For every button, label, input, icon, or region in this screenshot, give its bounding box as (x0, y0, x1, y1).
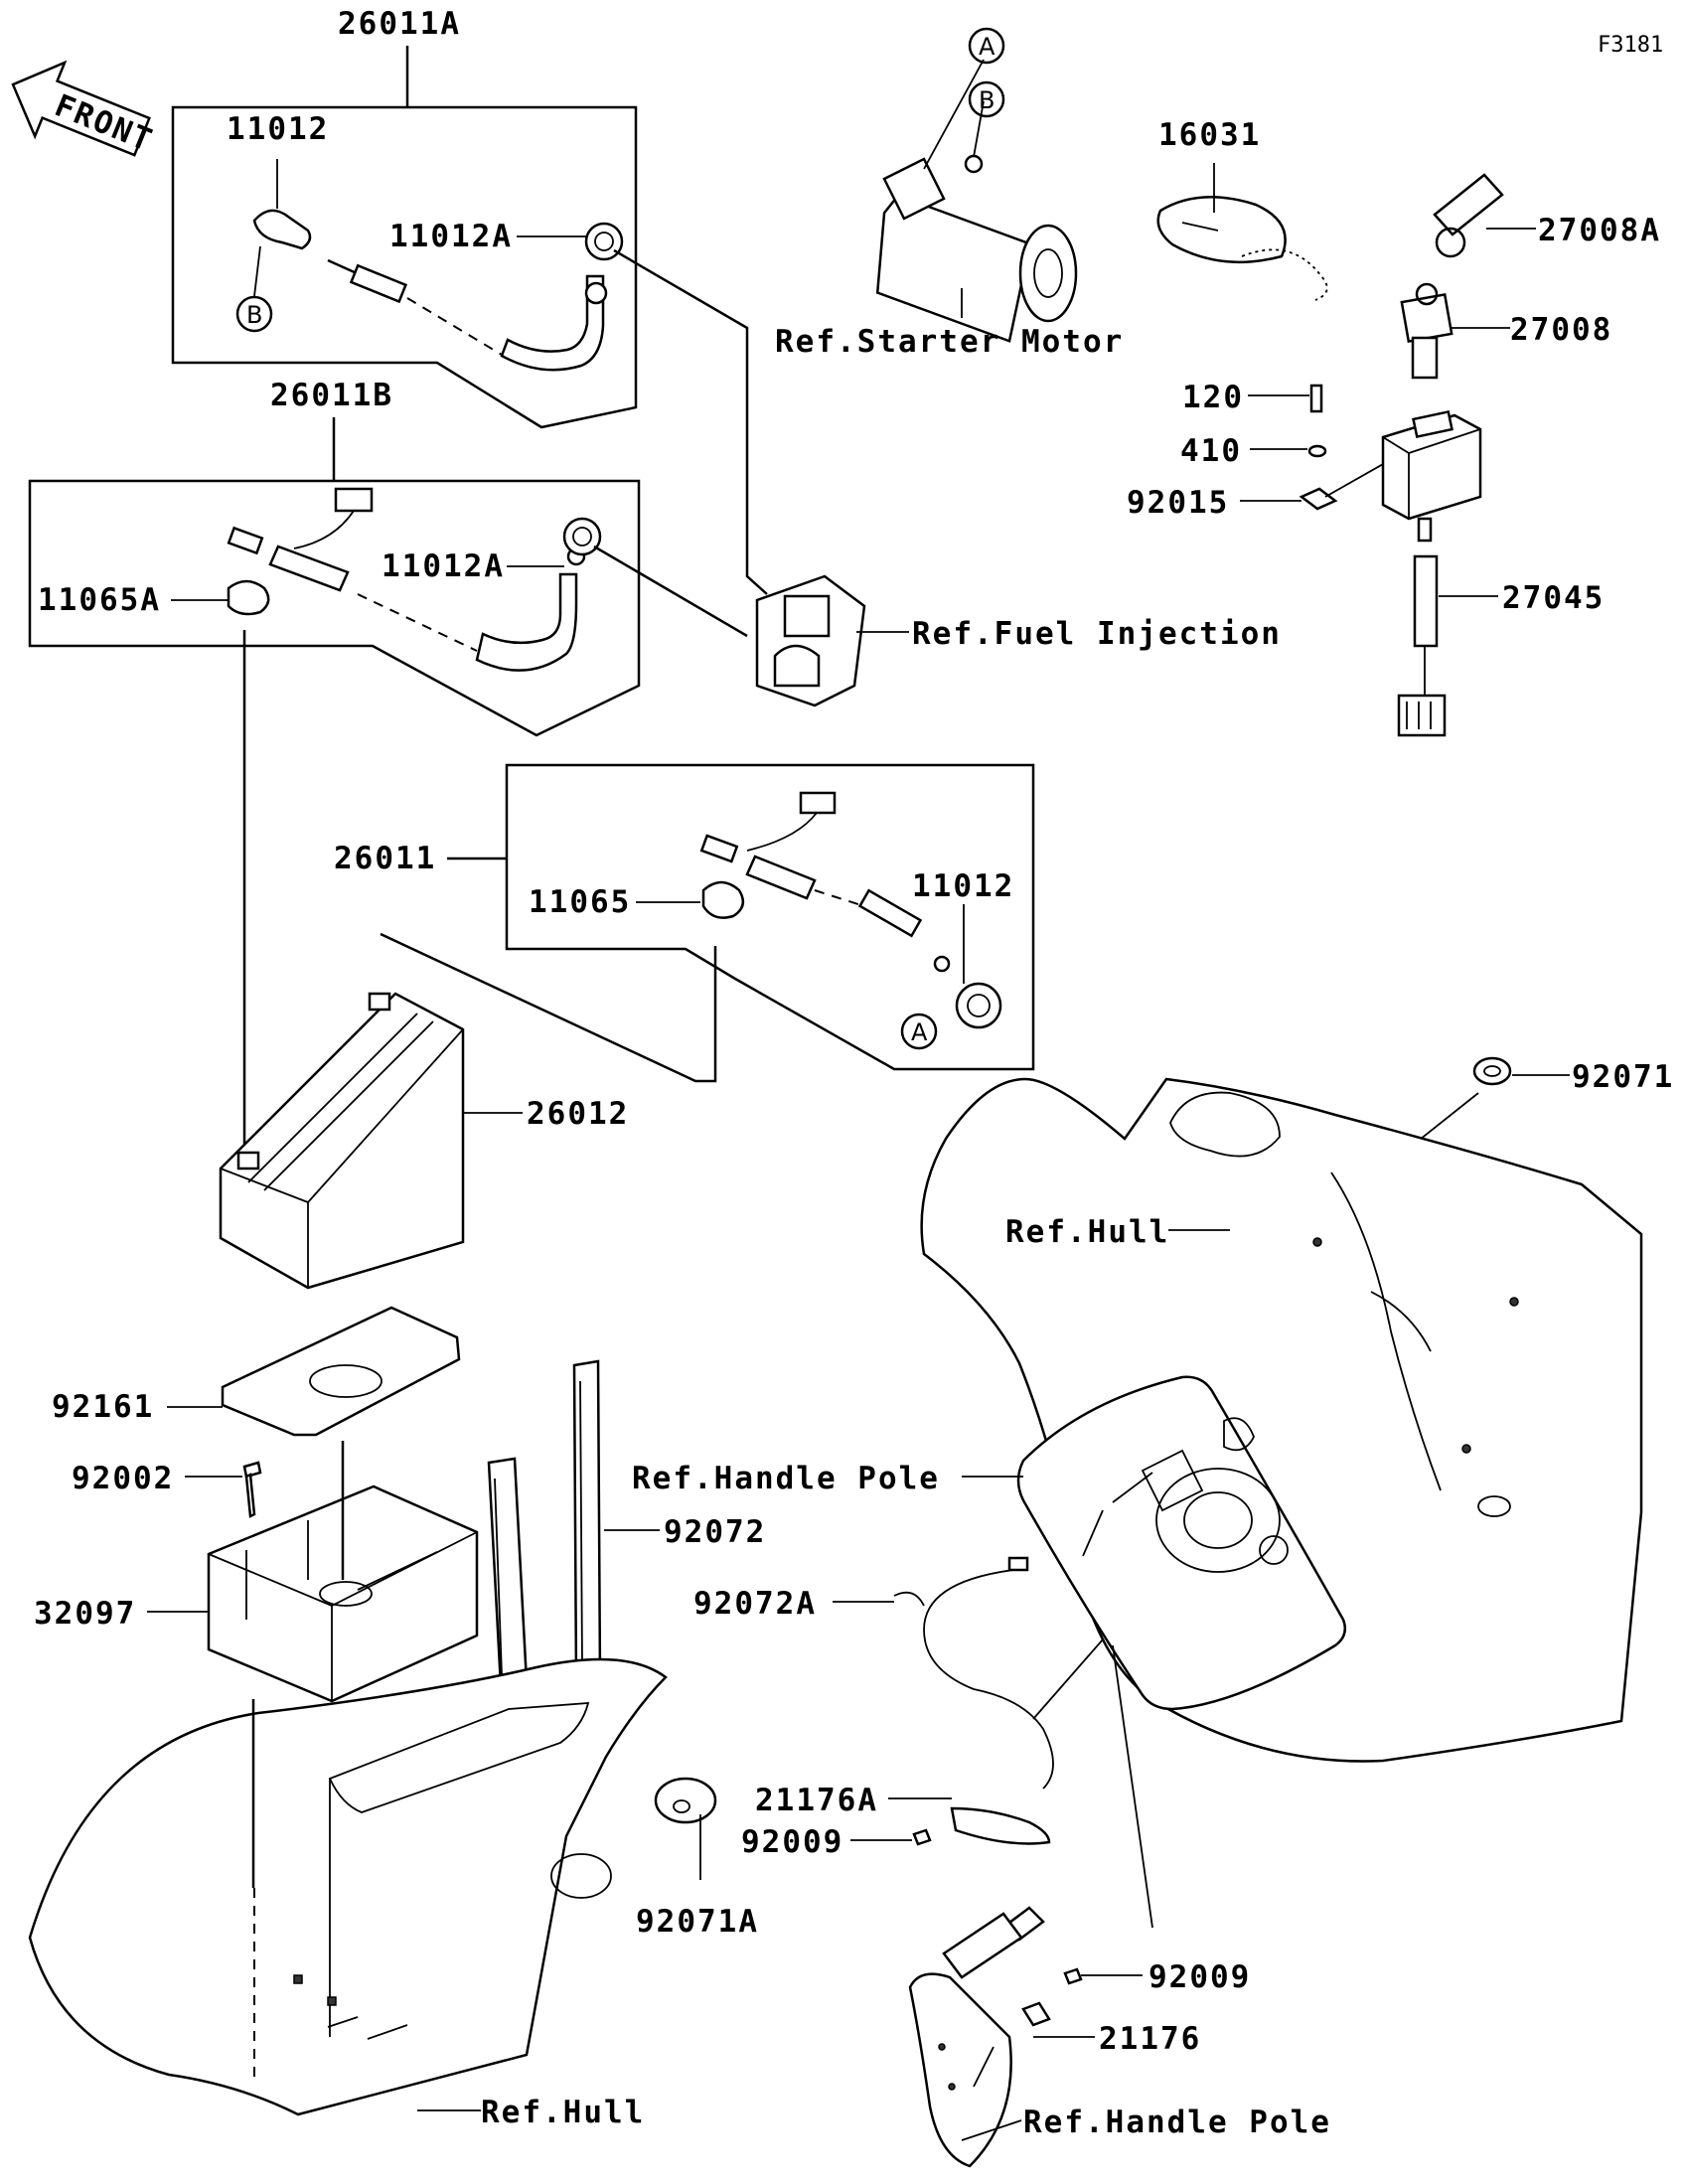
wire-harness-92072A (893, 1556, 1054, 1790)
part-label-92071A: 92071A (636, 1904, 759, 1940)
cable-group-26011 (447, 763, 1035, 1071)
part-label-26012: 26012 (527, 1096, 629, 1132)
battery-case (207, 1484, 479, 1703)
part-label-92015: 92015 (1127, 485, 1229, 521)
part-label-410: 410 (1180, 433, 1242, 469)
strap-92072-right (572, 1359, 602, 1685)
part-label-92009-lower: 92009 (1148, 1959, 1251, 1995)
part-label-26011A: 26011A (338, 6, 461, 42)
grommet-92071 (1472, 1056, 1512, 1086)
part-label-92002: 92002 (72, 1461, 174, 1496)
handle-pole-plate (1016, 1375, 1346, 1711)
marker-b-top: B (235, 245, 273, 333)
ref-starter-motor: Ref.Starter Motor (775, 324, 1124, 360)
fuel-injection-bracket (755, 574, 909, 707)
boot-11012-top (252, 209, 312, 250)
cable-group-26011B (28, 417, 641, 737)
part-label-21176A: 21176A (755, 1783, 878, 1818)
ref-handle-pole-bottom: Ref.Handle Pole (1023, 2105, 1331, 2140)
part-label-27008A: 27008A (1538, 213, 1661, 248)
part-label-11012-top: 11012 (227, 111, 329, 147)
battery (219, 992, 465, 1290)
battery-tray-cover (221, 1306, 461, 1437)
bolt-120 (1309, 384, 1323, 413)
key-float (1156, 196, 1328, 301)
ref-fuel-injection: Ref.Fuel Injection (912, 616, 1282, 652)
front-arrow-icon: FRONT (11, 60, 158, 159)
washer-410 (1307, 444, 1327, 458)
part-label-120: 120 (1182, 380, 1244, 415)
screw-92009-lower (1063, 1967, 1083, 1985)
front-label: FRONT (50, 87, 158, 159)
svg-text:B: B (246, 301, 262, 329)
key-27008 (1400, 282, 1454, 380)
part-label-16031: 16031 (1158, 117, 1261, 153)
screw-92009-upper (912, 1828, 932, 1846)
key-27008A (1433, 173, 1504, 258)
svg-text:A: A (979, 33, 995, 61)
part-label-11012A-top: 11012A (389, 219, 513, 254)
ref-handle-pole-top: Ref.Handle Pole (632, 1461, 940, 1496)
clamp-21176 (1021, 2001, 1051, 2027)
marker-a-mid: A (900, 1013, 938, 1050)
ref-hull-bottom: Ref.Hull (481, 2095, 645, 2130)
clamp-21176A (950, 1806, 1051, 1845)
part-label-27045: 27045 (1502, 580, 1605, 616)
grommet-92071A (654, 1777, 717, 1824)
part-label-11065: 11065 (529, 884, 631, 920)
hull-bottom (28, 1657, 668, 2116)
part-label-92072A: 92072A (693, 1586, 817, 1622)
part-label-92161: 92161 (52, 1389, 154, 1425)
handle-pole-lower (908, 1906, 1045, 2168)
diagram-code: F3181 (1598, 33, 1663, 58)
part-label-26011B: 26011B (270, 378, 393, 413)
nut-92015 (1299, 487, 1338, 511)
marker-a-top: A (968, 27, 1005, 65)
part-label-92009-upper: 92009 (741, 1824, 843, 1860)
part-label-92071: 92071 (1572, 1059, 1674, 1095)
ignition-switch (1381, 409, 1482, 737)
part-label-32097: 32097 (34, 1596, 136, 1632)
screw-92002 (242, 1461, 262, 1518)
svg-text:B: B (979, 86, 995, 114)
marker-b-motor: B (968, 80, 1005, 118)
part-label-92072-right: 92072 (664, 1514, 766, 1550)
svg-text:A: A (911, 1018, 928, 1046)
starter-motor (875, 59, 1078, 343)
part-label-11065A: 11065A (38, 582, 161, 618)
part-label-27008: 27008 (1510, 312, 1612, 348)
part-label-11012-mid: 11012 (912, 868, 1014, 904)
cable-group-26011A (171, 46, 638, 429)
part-label-26011: 26011 (334, 841, 436, 876)
part-label-21176: 21176 (1099, 2021, 1201, 2057)
ref-hull-right: Ref.Hull (1005, 1214, 1169, 1250)
part-label-11012A-mid: 11012A (382, 548, 505, 584)
